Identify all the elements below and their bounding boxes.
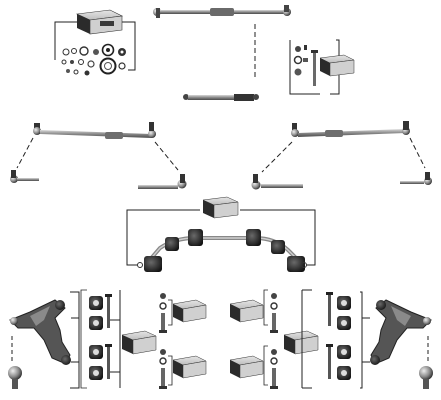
bushing-icon — [144, 229, 305, 272]
bushing-set — [326, 292, 351, 380]
kit-box-icon — [319, 54, 355, 77]
control-arm-icon — [370, 299, 432, 365]
bushing-icon — [337, 296, 351, 380]
control-arm-left — [8, 289, 157, 389]
kit-box-icon — [172, 299, 207, 323]
kit-box-icon — [229, 299, 264, 323]
bushing-set — [89, 294, 112, 380]
control-arm-icon — [9, 299, 71, 365]
ball-joint-icon — [8, 366, 22, 389]
ball-joint-icon — [419, 366, 433, 389]
link-hardware — [159, 293, 207, 389]
kit-box-icon — [202, 196, 239, 219]
tie-rod-end-icon — [251, 174, 303, 190]
repair-kit — [54, 9, 136, 76]
link-hardware — [229, 289, 278, 389]
bolt-set-icon — [293, 45, 318, 86]
tie-rod — [153, 5, 291, 80]
track-rod-right — [251, 121, 432, 190]
track-rod-left — [10, 122, 187, 189]
control-arm-right — [283, 289, 433, 389]
kit-box-icon — [172, 355, 207, 379]
kit-box-icon — [229, 355, 264, 379]
washer-set-icon — [61, 43, 126, 76]
bushing-icon — [89, 296, 103, 380]
kit-box-icon — [283, 330, 319, 355]
steering-damper — [183, 94, 259, 101]
tie-rod-end-icon — [400, 172, 432, 185]
kit-box-icon — [121, 330, 157, 355]
link-hardware — [289, 39, 355, 95]
kit-box-icon — [75, 9, 124, 35]
tie-rod-end-icon — [138, 174, 187, 189]
stabilizer-bar — [126, 196, 316, 272]
tie-rod-end-icon — [10, 170, 39, 183]
